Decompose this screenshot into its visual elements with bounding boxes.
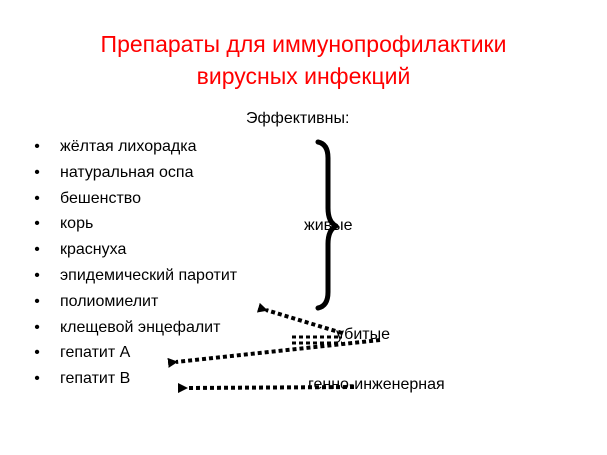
list-item-text: жёлтая лихорадка <box>60 138 197 155</box>
bullet-icon: • <box>34 189 40 207</box>
list-item: • эпидемический паротит <box>0 266 607 292</box>
list-item: • жёлтая лихорадка <box>0 137 607 163</box>
bullet-icon: • <box>34 163 40 181</box>
bullet-icon: • <box>34 215 40 233</box>
bullet-icon: • <box>34 241 40 259</box>
label-live-vaccines: живые <box>304 217 353 234</box>
list-item: • натуральная оспа <box>0 163 607 189</box>
list-item-text: бешенство <box>60 189 141 207</box>
list-item-text: клещевой энцефалит <box>60 318 221 336</box>
title-line-1: Препараты для иммунопрофилактики <box>100 31 507 57</box>
list-item-text: эпидемический паротит <box>60 266 238 284</box>
list-item: • клещевой энцефалит <box>0 318 607 344</box>
list-item: • краснуха <box>0 240 607 266</box>
bullet-icon: • <box>34 138 40 155</box>
bullet-icon: • <box>34 344 40 362</box>
list-item: • гепатит А <box>0 343 607 369</box>
bullet-icon: • <box>34 292 40 310</box>
list-item-text: гепатит В <box>60 370 131 388</box>
subheading-effective: Эффективны: <box>246 110 350 127</box>
list-item-text: корь <box>60 215 94 233</box>
bullet-icon: • <box>34 370 40 388</box>
label-killed-vaccines: убитые <box>336 326 391 343</box>
vaccine-target-list: • жёлтая лихорадка • натуральная оспа • … <box>0 137 607 395</box>
list-item: • гепатит В <box>0 369 607 395</box>
list-item-text: полиомиелит <box>60 292 159 310</box>
label-genetic-engineered: генно-инженерная <box>308 376 445 393</box>
slide-title: Препараты для иммунопрофилактики вирусны… <box>0 28 607 92</box>
bullet-icon: • <box>34 318 40 336</box>
list-item-text: краснуха <box>60 241 127 259</box>
list-item: • бешенство <box>0 189 607 215</box>
list-item: • корь <box>0 214 607 240</box>
list-item-text: натуральная оспа <box>60 163 194 181</box>
title-line-2: вирусных инфекций <box>196 63 411 89</box>
bullet-icon: • <box>34 266 40 284</box>
list-item: • полиомиелит <box>0 292 607 318</box>
list-item-text: гепатит А <box>60 344 131 362</box>
